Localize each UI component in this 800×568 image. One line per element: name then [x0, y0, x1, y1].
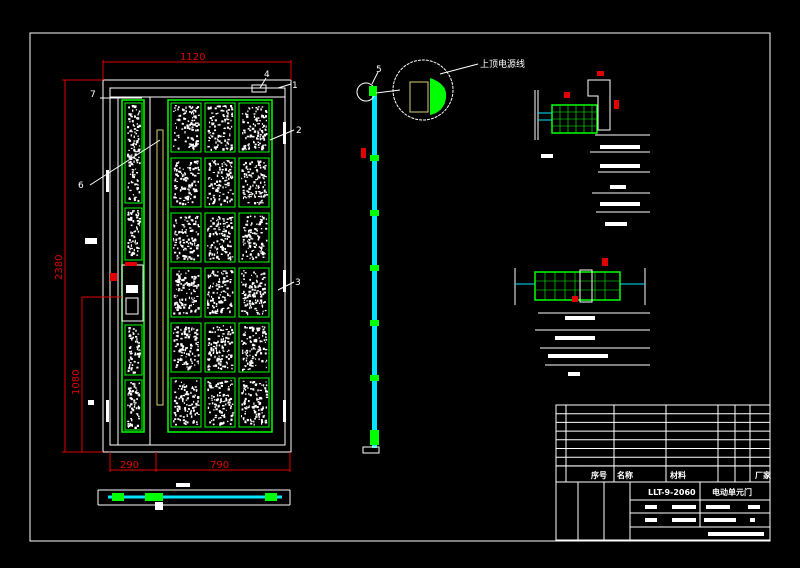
dim-height: 2380	[54, 255, 65, 280]
glass-clip	[370, 265, 379, 271]
drawing-border	[29, 32, 771, 542]
detail-top	[534, 71, 650, 226]
glass-panel	[170, 267, 202, 318]
dim-keypad-height: 1080	[71, 370, 82, 395]
glass-clip	[370, 320, 379, 326]
glass-panel	[170, 377, 202, 428]
glass-panels	[124, 102, 270, 431]
glass-clip	[370, 210, 379, 216]
drawing-title: 电动单元门	[712, 487, 752, 497]
glass-panel	[204, 212, 236, 263]
glass-panel	[238, 212, 270, 263]
glass-panel	[204, 102, 236, 153]
door-inner-frame	[109, 87, 286, 446]
glass-panel	[204, 322, 236, 373]
glass-clip	[370, 155, 379, 161]
header-no: 序号	[591, 470, 607, 480]
glass-panel	[204, 157, 236, 208]
door-handle-bar	[156, 129, 164, 406]
callout-4: 4	[264, 70, 270, 80]
glass-panel	[170, 212, 202, 263]
detail-note: 上顶电源线	[480, 58, 525, 70]
lock-box	[251, 84, 267, 93]
callout-1: 1	[292, 81, 298, 91]
glass-panel	[124, 207, 143, 261]
callout-3: 3	[295, 278, 301, 288]
keypad-buttons	[125, 297, 139, 315]
glass-panel	[124, 379, 143, 431]
header-material: 材料	[670, 470, 686, 480]
glass-panel	[204, 377, 236, 428]
side-section: 5 上顶电源线	[356, 58, 525, 454]
glass-panel	[238, 267, 270, 318]
detail-middle	[514, 258, 650, 376]
callout-2: 2	[296, 126, 302, 136]
dim-right-leaf: 790	[210, 460, 229, 471]
glass-panel	[124, 324, 143, 376]
glass-panel	[124, 102, 143, 204]
door-elevation: 1 2 3 4 6 7	[78, 70, 302, 453]
glass-clip	[370, 375, 379, 381]
callout-7: 7	[90, 90, 96, 100]
glass-panel	[204, 267, 236, 318]
header-name: 名称	[617, 470, 633, 480]
keypad-screen	[126, 285, 138, 293]
dim-left-leaf: 290	[120, 460, 139, 471]
right-leaf-glass	[167, 99, 273, 433]
detail-circle	[392, 59, 454, 121]
glass-panel	[170, 157, 202, 208]
dim-width: 1120	[180, 52, 205, 63]
header-maker: 厂家	[755, 470, 772, 480]
title-block: 序号 名称 材料 数量 厂家 LLT-9-2060 电动单元门	[555, 404, 772, 541]
glass-panel	[238, 102, 270, 153]
glass-panel	[238, 377, 270, 428]
drawing-code: LLT-9-2060	[648, 488, 696, 497]
glass-panel	[170, 102, 202, 153]
glass-panel	[238, 322, 270, 373]
glass-panel	[170, 322, 202, 373]
glass-panel	[238, 157, 270, 208]
plan-view	[97, 483, 291, 510]
door-outer-frame	[102, 79, 292, 453]
section-callout: 5	[376, 65, 382, 75]
callout-6: 6	[78, 181, 84, 191]
dimensions: 1120 2380 1080 290 790	[54, 52, 292, 472]
